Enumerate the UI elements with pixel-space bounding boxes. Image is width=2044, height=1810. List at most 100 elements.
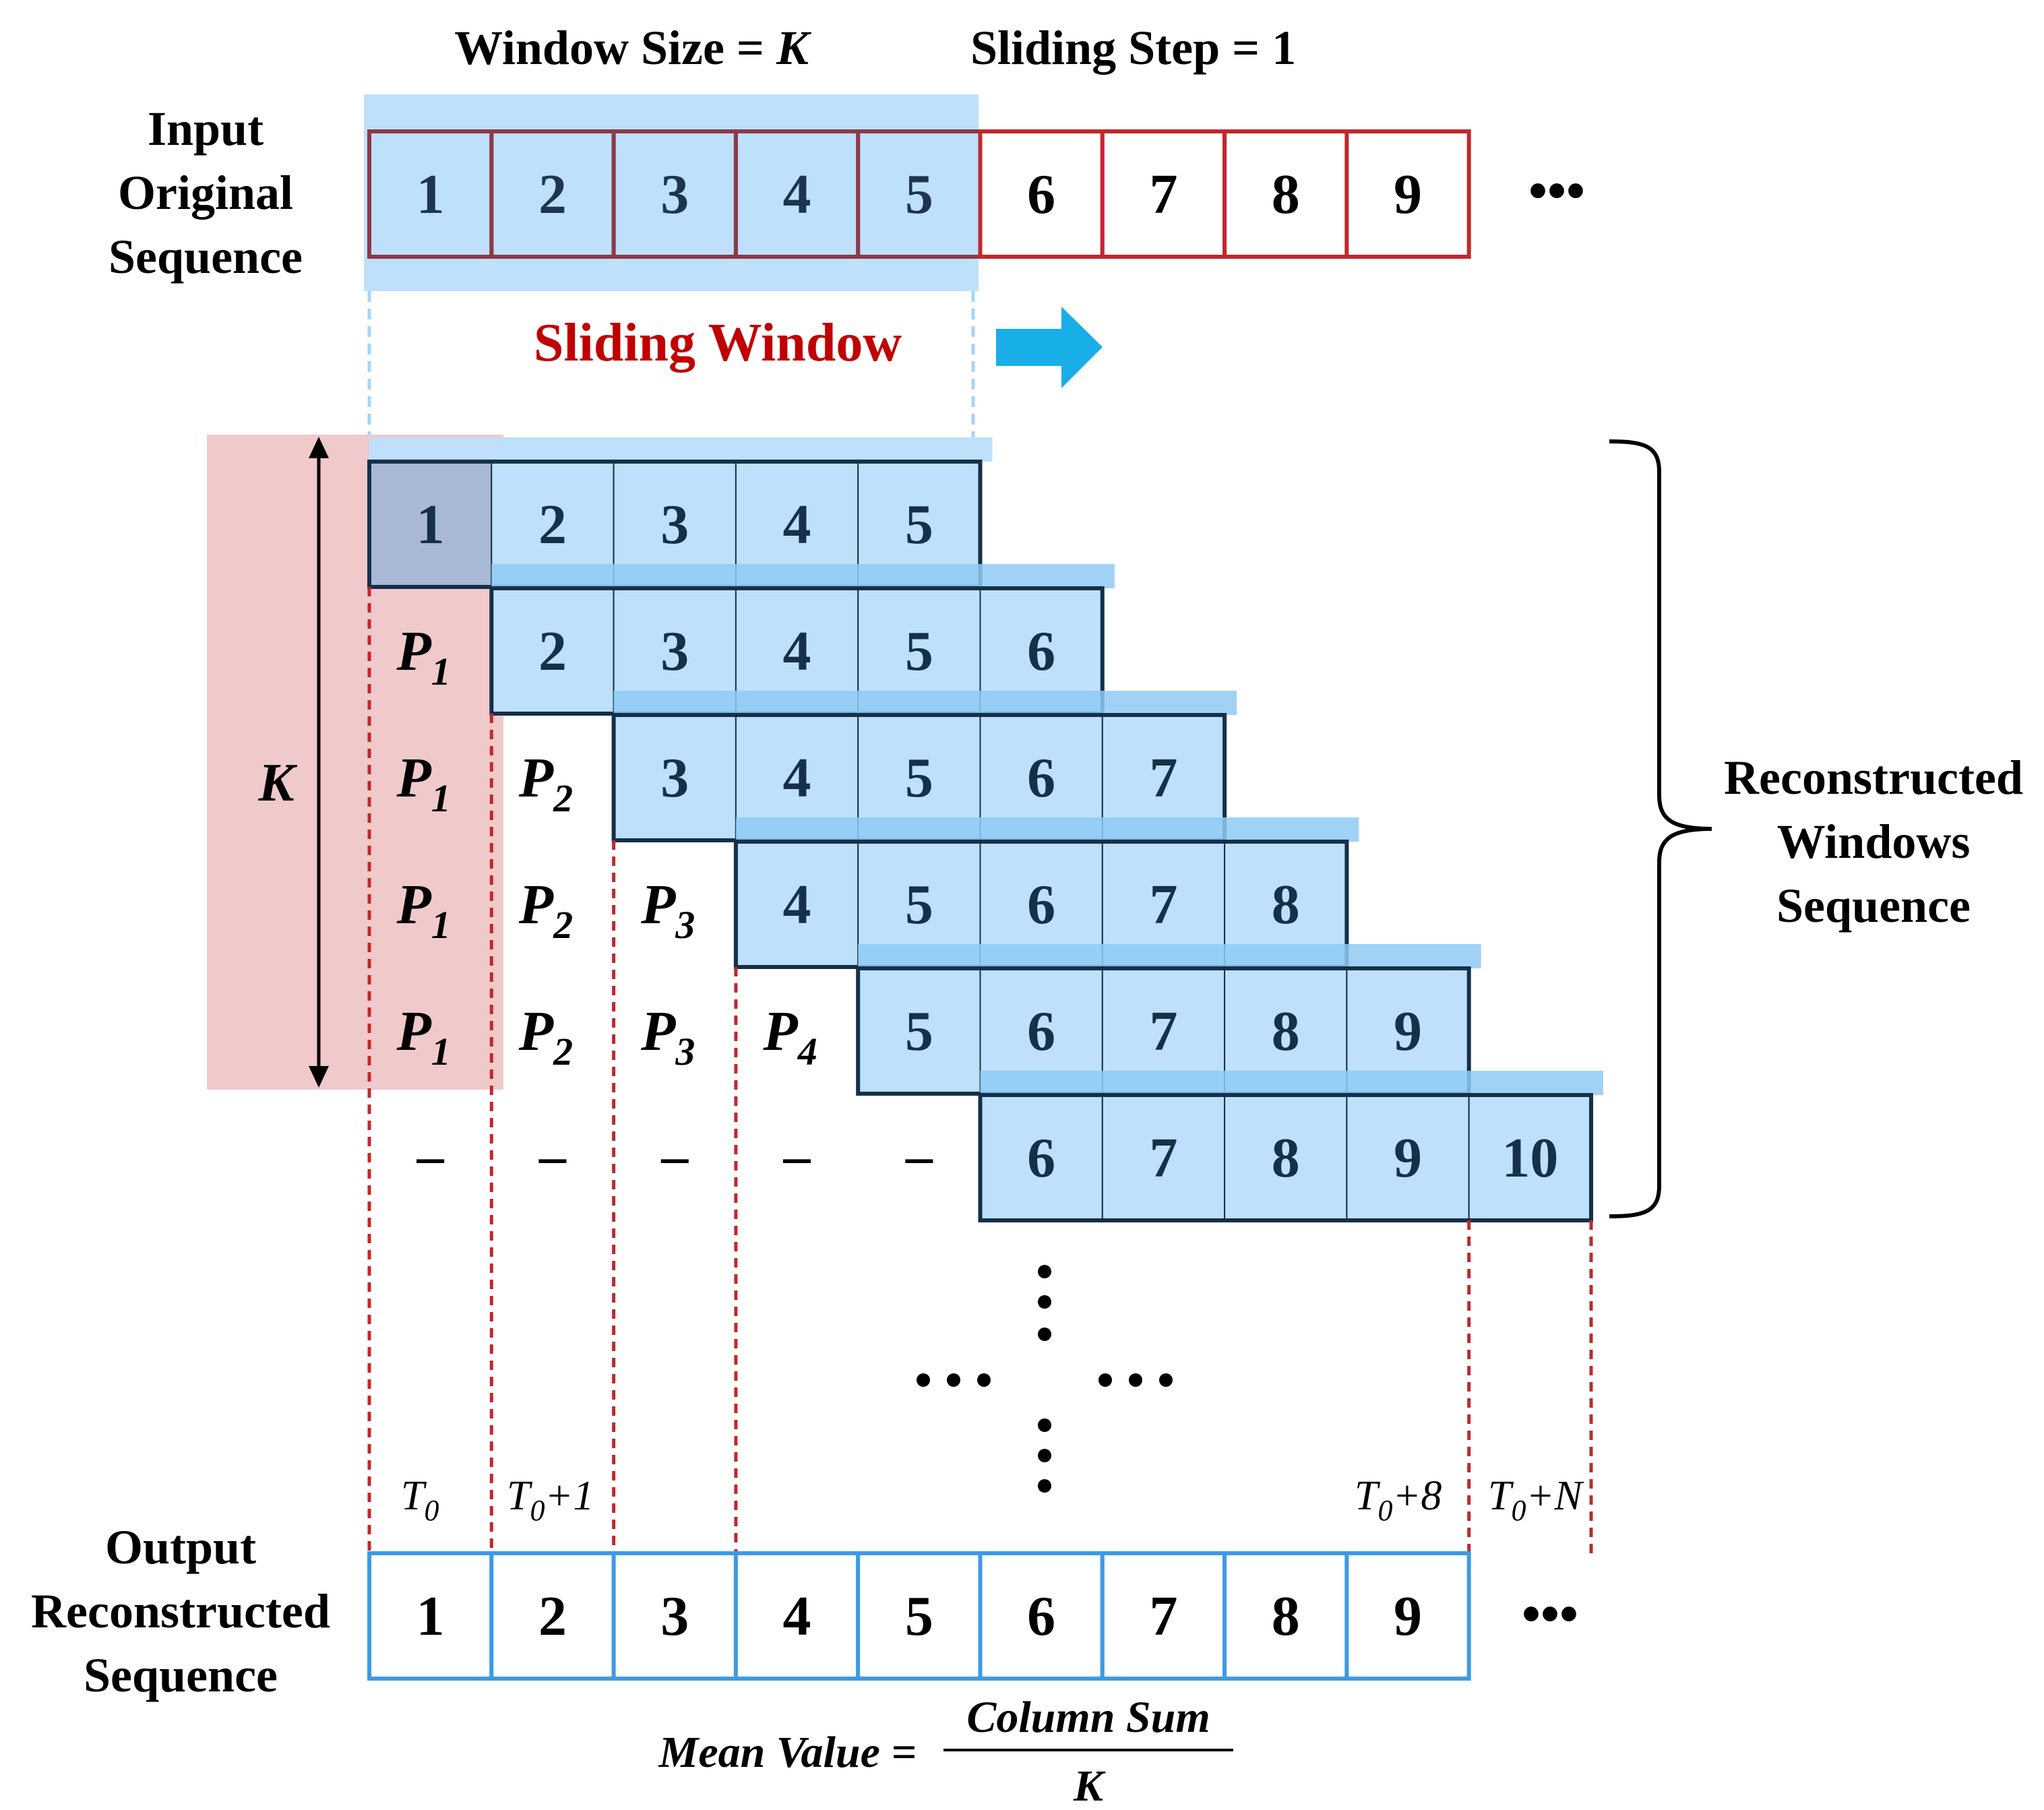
sliding-step-label: Sliding Step = 1	[970, 21, 1296, 75]
input-cell-value: 4	[783, 163, 811, 226]
formula-lhs: Mean Value =	[658, 1728, 917, 1777]
output-cell	[733, 1551, 861, 1681]
window-cell-value: 8	[1272, 1000, 1300, 1063]
output-cell	[367, 1551, 494, 1681]
window-band	[735, 817, 1359, 842]
time-label-t0-plus-8: T0+8	[1355, 1473, 1442, 1527]
window-cell	[979, 1094, 1103, 1221]
input-cell-value: 1	[416, 163, 445, 226]
padding-token: P2	[518, 1000, 573, 1073]
padding-token: P4	[762, 1000, 817, 1073]
output-cell-value: 7	[1149, 1585, 1177, 1648]
window-cell-value: 10	[1501, 1127, 1558, 1189]
window-cell-value: 7	[1149, 1127, 1177, 1189]
svg-text:Windows: Windows	[1777, 815, 1971, 869]
window-cell	[613, 714, 737, 841]
input-cell-value: 6	[1027, 163, 1055, 226]
window-cell-value: 6	[1027, 747, 1055, 809]
column-guides	[367, 587, 1593, 1553]
output-cell-value: 5	[905, 1585, 933, 1648]
padding-dash: –	[416, 1127, 445, 1186]
window-cell-value: 4	[783, 493, 811, 556]
input-cell-value: 8	[1272, 163, 1300, 226]
window-cell	[1346, 1094, 1470, 1221]
formula-numerator: Column Sum	[966, 1693, 1210, 1742]
window-cell-value: 5	[905, 873, 933, 936]
window-cell-value: 6	[1027, 1000, 1055, 1063]
output-ellipsis: •••	[1522, 1585, 1578, 1644]
window-cell-value: 2	[538, 493, 567, 556]
time-label-t0: T0	[401, 1473, 439, 1527]
padding-dash: –	[783, 1127, 811, 1186]
svg-text:Output: Output	[105, 1520, 256, 1574]
window-cell-value: 8	[1272, 1127, 1300, 1189]
window-cell-value: 7	[1149, 747, 1177, 809]
input-cell-value: 7	[1149, 163, 1177, 226]
output-cell-value: 4	[783, 1585, 811, 1648]
padding-token: P3	[640, 873, 695, 947]
padding-token: P3	[640, 1000, 695, 1073]
window-band	[613, 691, 1237, 715]
window-cell-value: 8	[1272, 873, 1300, 936]
output-cell-value: 8	[1272, 1585, 1300, 1648]
window-cell-value: 4	[783, 620, 811, 683]
window-cell-value: 3	[660, 747, 689, 809]
sliding-window-label: Sliding Window	[534, 313, 902, 373]
input-sequence-label: Input Original Sequence	[109, 102, 303, 284]
window-cell-value: 3	[660, 620, 689, 683]
input-cell-value: 5	[905, 163, 933, 226]
svg-text:Sequence: Sequence	[1776, 879, 1971, 933]
slide-direction-arrow-icon	[996, 307, 1103, 388]
input-cell-value: 9	[1394, 163, 1422, 226]
mean-value-formula: Mean Value = Column Sum K	[658, 1693, 1233, 1810]
output-cell	[489, 1551, 616, 1681]
input-cell-value: 3	[660, 163, 689, 226]
window-cell-value: 6	[1027, 620, 1055, 683]
k-arrow-top-icon	[309, 437, 329, 458]
window-size-label: Window Size = K	[454, 21, 812, 75]
output-sequence-label: Output Reconstructed Sequence	[31, 1520, 330, 1702]
input-ellipsis: •••	[1528, 162, 1585, 221]
window-cell-value: 3	[660, 493, 689, 556]
svg-text:T0+1: T0+1	[507, 1473, 594, 1527]
padding-token: P1	[396, 873, 450, 947]
window-band	[980, 1071, 1603, 1095]
output-cell	[611, 1551, 738, 1681]
svg-text:Input: Input	[148, 102, 264, 156]
output-cell-value: 2	[538, 1585, 567, 1648]
input-cell	[1100, 129, 1227, 259]
padding-dash: –	[538, 1127, 567, 1186]
padding-token: P1	[396, 1000, 450, 1073]
windows-brace-icon	[1609, 439, 1712, 1218]
padding-token: P1	[396, 747, 450, 820]
svg-text:Reconstructed: Reconstructed	[1724, 751, 2023, 805]
horizontal-ellipsis-icon	[917, 1373, 1173, 1387]
window-cell-value: 5	[905, 493, 933, 556]
window-cell-value: 2	[538, 620, 567, 683]
vertical-ellipsis-icon	[1038, 1265, 1051, 1493]
svg-text:Original: Original	[118, 166, 293, 220]
window-cell-value: 7	[1149, 1000, 1177, 1063]
output-cell	[978, 1551, 1105, 1681]
output-cell	[1344, 1551, 1471, 1681]
padding-token: P2	[518, 747, 573, 820]
window-cell-value: 6	[1027, 873, 1055, 936]
input-cell	[1344, 129, 1471, 259]
window-cell-value: 5	[905, 620, 933, 683]
k-arrow-bottom-icon	[309, 1066, 329, 1088]
svg-text:Sequence: Sequence	[84, 1648, 278, 1702]
svg-text:Sequence: Sequence	[109, 230, 303, 284]
svg-text:T0+8: T0+8	[1355, 1473, 1442, 1527]
padding-token: P2	[518, 873, 573, 947]
output-cell-value: 1	[416, 1585, 445, 1648]
window-band	[491, 564, 1115, 588]
reconstructed-windows-label: Reconstructed Windows Sequence	[1724, 751, 2023, 933]
window-band	[369, 437, 993, 462]
output-cell-value: 6	[1027, 1585, 1055, 1648]
padding-token: P1	[396, 620, 450, 693]
window-cell-value: 5	[905, 1000, 933, 1063]
